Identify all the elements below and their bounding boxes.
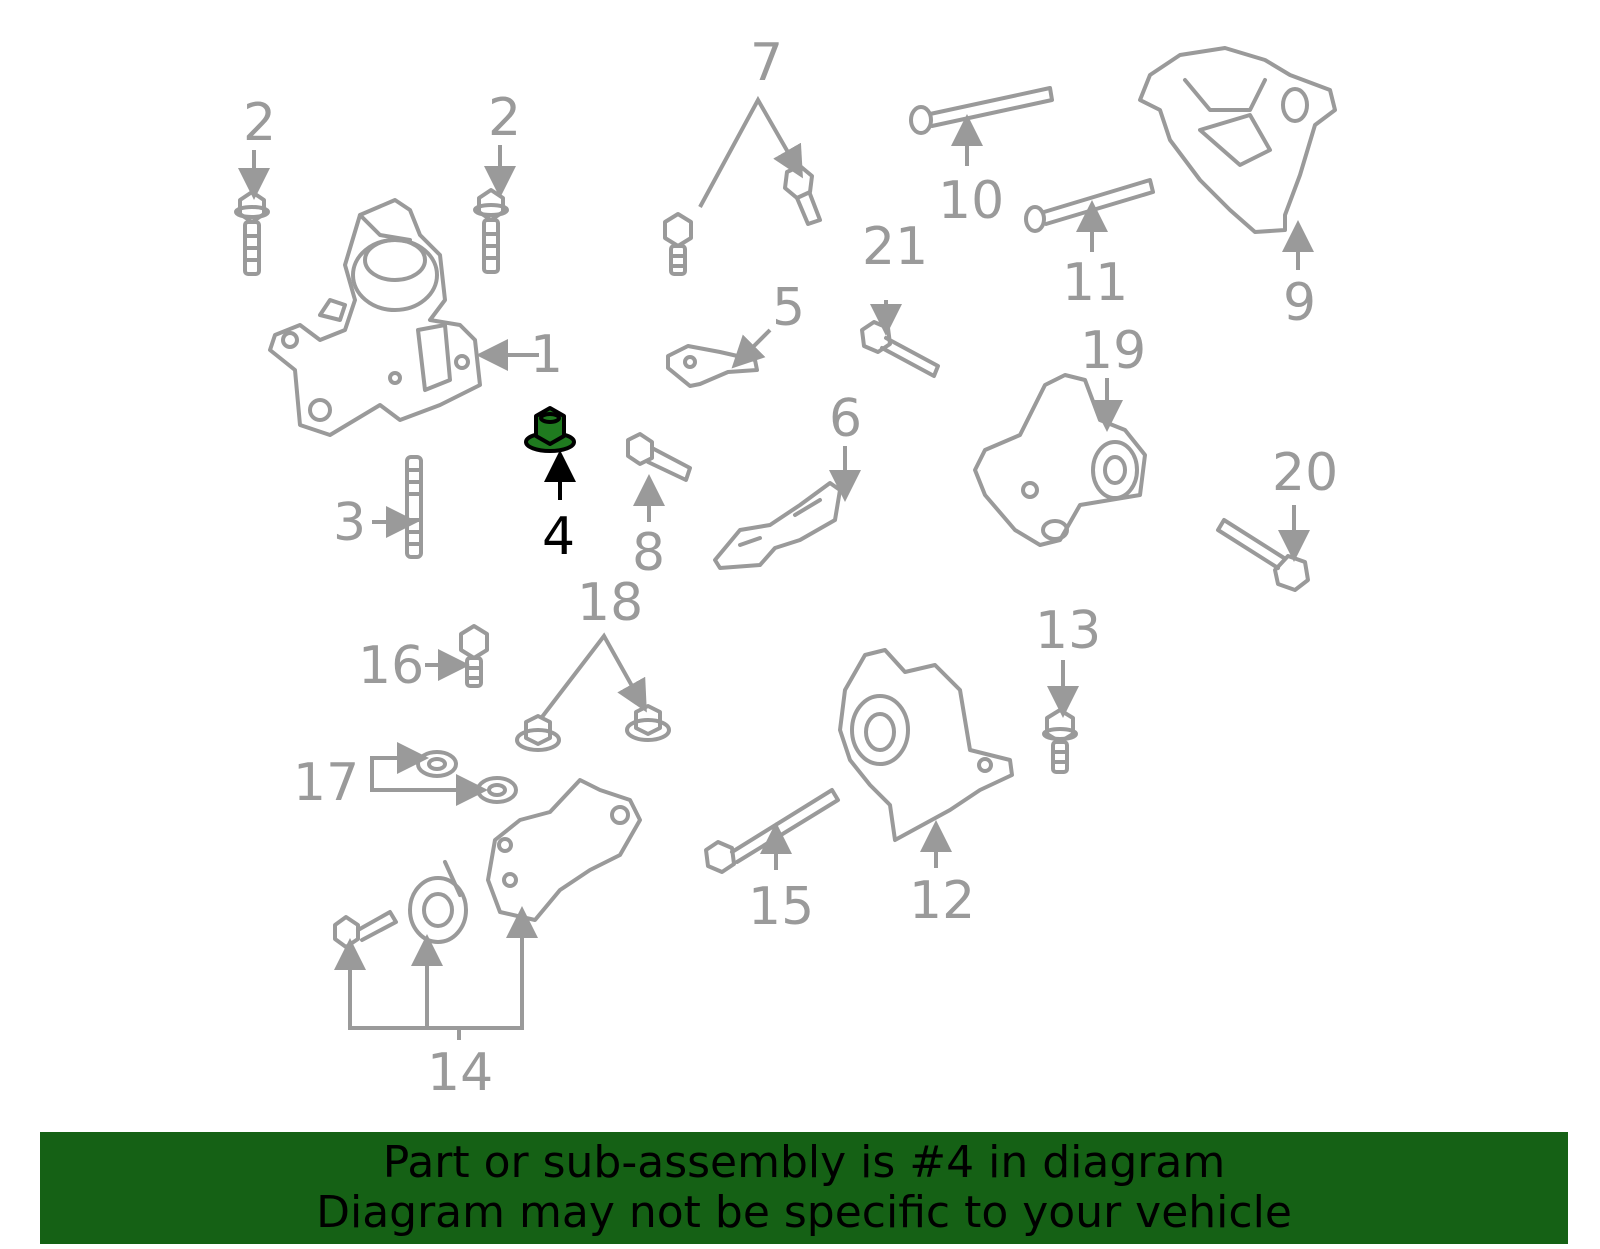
part-1-engine-mount [268, 198, 482, 437]
callout-2-left: 2 [243, 93, 276, 153]
part-2-bolt-right [473, 188, 509, 274]
callout-11: 11 [1062, 253, 1128, 313]
callout-6: 6 [829, 389, 862, 449]
part-17-washer-a [416, 750, 458, 778]
callout-7: 7 [750, 33, 783, 93]
callout-8: 8 [632, 523, 665, 583]
callout-labels: 1 2 2 3 4 5 6 7 8 9 10 11 12 13 14 15 16… [243, 33, 1338, 1103]
leader-17a [370, 742, 429, 786]
part-10-bolt [909, 86, 1054, 135]
part-3-stud [405, 455, 423, 559]
part-6-bracket [713, 481, 842, 570]
part-12-mount [838, 648, 1014, 842]
part-4-flange-nut [524, 406, 576, 453]
callout-1: 1 [530, 325, 563, 385]
part-2-bolt-left [234, 190, 270, 276]
callout-12: 12 [909, 871, 975, 931]
callout-15: 15 [748, 877, 814, 937]
part-9-bracket [1138, 46, 1337, 234]
part-7-bolt-right [783, 164, 822, 226]
callout-5: 5 [772, 278, 805, 338]
callout-16: 16 [358, 636, 424, 696]
part-16-bolt [459, 624, 489, 688]
callout-13: 13 [1035, 601, 1101, 661]
callout-14: 14 [427, 1043, 493, 1103]
part-19-mount [973, 373, 1147, 547]
leader-lines [238, 95, 1314, 1040]
part-8-bolt [626, 432, 692, 482]
callout-3: 3 [333, 493, 366, 553]
callout-17: 17 [293, 753, 359, 813]
banner-line-1: Part or sub-assembly is #4 in diagram [382, 1137, 1226, 1188]
leader-18 [540, 632, 647, 719]
part-15-bolt [704, 788, 840, 874]
callout-10: 10 [938, 171, 1004, 231]
part-21-bolt [860, 320, 940, 378]
leader-17b [370, 774, 488, 806]
callout-9: 9 [1283, 273, 1316, 333]
part-18-nut-right [625, 704, 671, 742]
part-7-bolt-left [663, 212, 693, 276]
callout-20: 20 [1272, 443, 1338, 503]
part-14-bracket-assembly [333, 778, 642, 949]
leader-5 [731, 328, 772, 369]
part-5-bracket [666, 344, 759, 388]
callout-21: 21 [862, 217, 928, 277]
part-13-bolt [1042, 708, 1078, 774]
leader-7 [698, 95, 803, 208]
callout-18: 18 [577, 573, 643, 633]
banner-line-2: Diagram may not be specific to your vehi… [316, 1187, 1292, 1238]
part-18-nut-left [515, 714, 561, 752]
callout-19: 19 [1080, 321, 1146, 381]
part-11-bolt [1024, 178, 1155, 233]
callout-4: 4 [542, 507, 575, 567]
info-banner: Part or sub-assembly is #4 in diagram Di… [40, 1132, 1568, 1244]
callout-2-right: 2 [488, 88, 521, 148]
part-17-washer-b [476, 776, 518, 804]
